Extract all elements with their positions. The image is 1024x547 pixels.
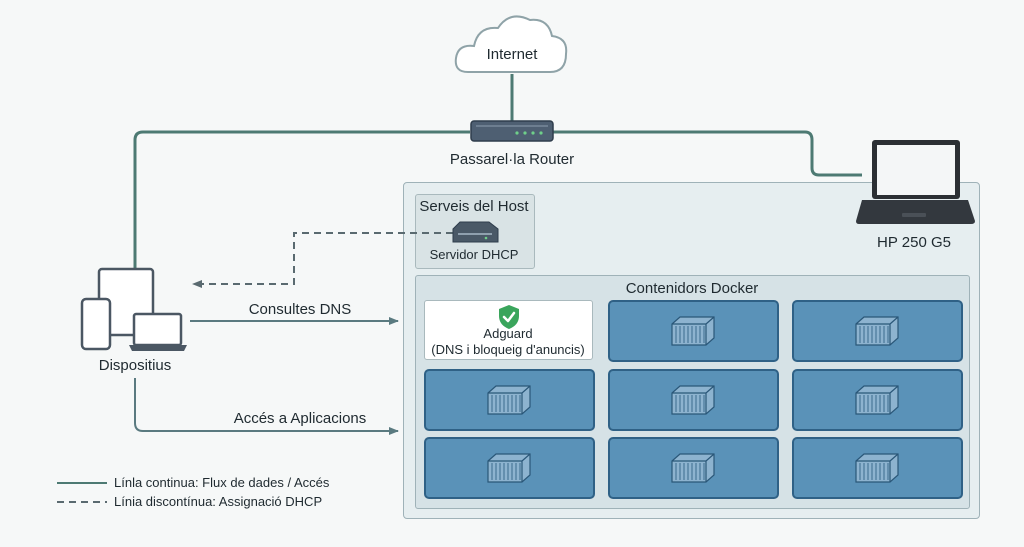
cloud-icon	[454, 15, 568, 73]
container-icon	[671, 385, 715, 415]
container-icon	[487, 385, 531, 415]
devices-icon	[80, 267, 187, 351]
container-tile	[424, 369, 595, 431]
container-icon	[671, 316, 715, 346]
router-laptop-link	[553, 130, 862, 177]
dhcp-server-label: Servidor DHCP	[429, 247, 519, 262]
server-icon	[452, 221, 499, 243]
container-icon	[671, 453, 715, 483]
container-tile	[424, 437, 595, 499]
container-tile	[792, 437, 963, 499]
legend-dashed-text: Línia discontínua: Assignació DHCP	[114, 494, 323, 509]
internet-label: Internet	[486, 46, 538, 63]
container-tile	[608, 300, 779, 362]
docker-title: Contenidors Docker	[625, 280, 759, 297]
adguard-description: (DNS i bloqueig d'anuncis)	[431, 342, 585, 357]
shield-check-icon	[499, 305, 519, 329]
container-tile	[608, 437, 779, 499]
laptop-label: HP 250 G5	[877, 234, 951, 251]
container-tile	[792, 369, 963, 431]
container-icon	[855, 453, 899, 483]
router-label: Passarel·la Router	[449, 151, 575, 168]
adguard-name: Adguard	[483, 326, 533, 341]
app-access-label: Accés a Aplicacions	[233, 410, 367, 427]
dhcp-assignment-arrow	[192, 232, 453, 288]
dns-queries-label: Consultes DNS	[248, 301, 352, 318]
router-devices-link	[133, 130, 470, 268]
container-tile	[608, 369, 779, 431]
devices-label: Dispositius	[98, 357, 172, 374]
laptop-icon	[856, 140, 975, 224]
adguard-container	[424, 300, 593, 360]
router-icon	[470, 120, 554, 142]
container-tile	[792, 300, 963, 362]
legend-solid-text: Línla continua: Flux de dades / Accés	[114, 475, 330, 490]
container-icon	[487, 453, 531, 483]
host-services-title: Serveis del Host	[419, 198, 529, 215]
container-icon	[855, 316, 899, 346]
container-icon	[855, 385, 899, 415]
devices-app-link	[134, 378, 399, 435]
